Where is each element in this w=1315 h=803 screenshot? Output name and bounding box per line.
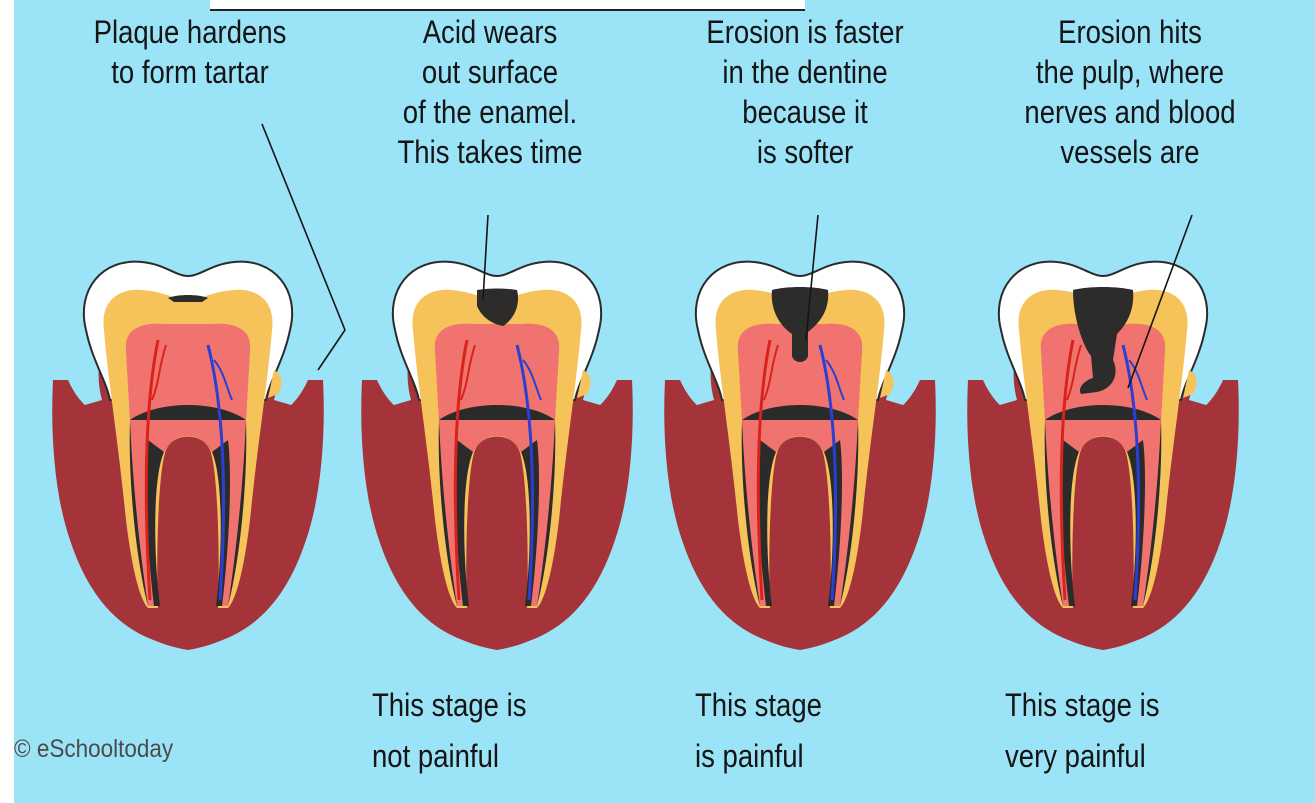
tooth-stage-3: [664, 262, 936, 650]
caption-stage-4: Erosion hits the pulp, where nerves and …: [984, 12, 1276, 172]
caption-stage-3: Erosion is faster in the dentine because…: [663, 12, 947, 172]
tooth-stage-2: [361, 262, 633, 650]
copyright-credit: © eSchooltoday: [14, 735, 173, 764]
pain-note-stage-2: This stage is not painful: [372, 680, 596, 782]
caption-stage-2: Acid wears out surface of the enamel. Th…: [357, 12, 624, 172]
caption-stage-1: Plaque hardens to form tartar: [52, 12, 327, 92]
pain-note-stage-3: This stage is painful: [695, 680, 919, 782]
tooth-stage-4: [967, 262, 1239, 650]
pain-note-stage-4: This stage is very painful: [1005, 680, 1229, 782]
tooth-stage-1: [52, 262, 324, 650]
